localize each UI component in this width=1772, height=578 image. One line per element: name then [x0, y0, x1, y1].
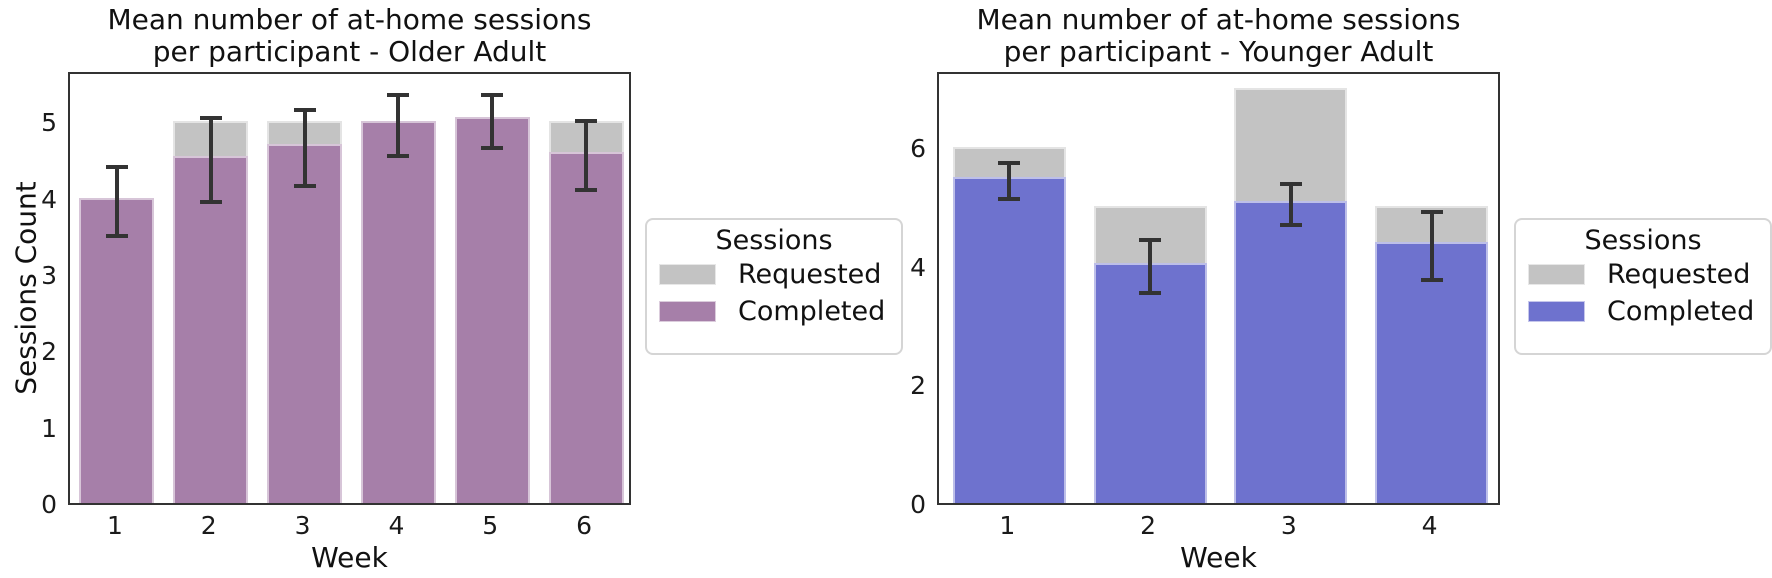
- x-tick-label: 5: [482, 511, 499, 540]
- y-tick-label: 4: [910, 252, 926, 282]
- y-tick-label: 0: [910, 490, 926, 519]
- y-tick-label: 2: [41, 337, 57, 367]
- error-bar-cap: [199, 199, 222, 204]
- legend-label-requested: Requested: [738, 259, 882, 290]
- error-bar-cap: [1279, 223, 1302, 228]
- error-bar-cap: [199, 115, 222, 120]
- legend-label-completed: Completed: [1607, 296, 1755, 327]
- error-bar: [208, 117, 213, 202]
- x-axis-label: Week: [1180, 541, 1257, 574]
- x-axis-label: Week: [311, 541, 388, 574]
- legend-swatch-requested: [1528, 264, 1585, 285]
- bar-completed: [1375, 242, 1489, 503]
- y-tick-label: 2: [910, 371, 926, 401]
- x-tick-label: 6: [576, 511, 593, 540]
- error-bar: [1007, 162, 1012, 199]
- error-bar-cap: [481, 146, 504, 151]
- error-bar-cap: [575, 188, 598, 193]
- legend-swatch-completed: [659, 301, 716, 322]
- error-bar-cap: [293, 107, 316, 112]
- error-bar-cap: [1279, 181, 1302, 186]
- y-tick-label: 1: [41, 413, 57, 443]
- error-bar-cap: [1139, 291, 1162, 296]
- error-bar-cap: [575, 119, 598, 124]
- bar-completed: [952, 176, 1066, 503]
- y-tick-label: 4: [41, 184, 57, 214]
- error-bar: [114, 167, 119, 236]
- y-tick-label: 5: [41, 108, 57, 138]
- x-tick-label: 2: [200, 511, 217, 540]
- error-bar-cap: [481, 92, 504, 97]
- error-bar-cap: [105, 233, 128, 238]
- error-bar: [1429, 212, 1434, 280]
- legend-swatch-completed: [1528, 301, 1585, 322]
- plot-area: [68, 72, 631, 505]
- error-bar-cap: [998, 196, 1021, 201]
- error-bar-cap: [105, 165, 128, 170]
- y-tick-label: 6: [910, 134, 926, 164]
- legend-row-requested: Requested: [1516, 256, 1770, 293]
- error-bar-cap: [998, 160, 1021, 165]
- error-bar: [396, 94, 401, 156]
- legend-row-requested: Requested: [647, 256, 901, 293]
- x-tick-label: 1: [999, 511, 1016, 540]
- legend: Sessions Requested Completed: [645, 218, 903, 355]
- x-tick-label: 1: [106, 511, 123, 540]
- error-bar-cap: [387, 92, 410, 97]
- plot-area: [937, 72, 1500, 505]
- y-tick-label: 3: [41, 260, 57, 290]
- legend-label-requested: Requested: [1607, 259, 1751, 290]
- bar-completed: [173, 155, 249, 503]
- x-tick-label: 4: [1421, 511, 1438, 540]
- bar-completed: [1093, 262, 1207, 503]
- error-bar: [584, 121, 589, 191]
- bar-completed: [454, 117, 530, 503]
- error-bar-cap: [293, 184, 316, 189]
- x-tick-label: 3: [294, 511, 311, 540]
- error-bar: [490, 94, 495, 149]
- bar-completed: [548, 151, 624, 503]
- error-bar-cap: [1139, 238, 1162, 243]
- x-tick-label: 3: [1280, 511, 1297, 540]
- legend-swatch-requested: [659, 264, 716, 285]
- legend-label-completed: Completed: [738, 296, 886, 327]
- chart-title: Mean number of at-home sessions per part…: [976, 3, 1461, 68]
- legend-row-completed: Completed: [647, 293, 901, 330]
- bar-completed: [267, 144, 343, 503]
- error-bar-cap: [387, 153, 410, 158]
- error-bar: [1148, 240, 1153, 294]
- legend-row-completed: Completed: [1516, 293, 1770, 330]
- error-bar: [302, 109, 307, 187]
- error-bar: [1288, 183, 1293, 226]
- x-tick-label: 4: [388, 511, 405, 540]
- bar-completed: [360, 121, 436, 503]
- bar-completed: [79, 197, 155, 503]
- chart-title: Mean number of at-home sessions per part…: [107, 3, 592, 68]
- legend-title: Sessions: [715, 225, 833, 256]
- x-tick-label: 2: [1140, 511, 1157, 540]
- chart-panel-younger-adult: Mean number of at-home sessions per part…: [869, 0, 1772, 578]
- error-bar-cap: [1420, 277, 1443, 282]
- error-bar-cap: [1420, 210, 1443, 215]
- bar-completed: [1234, 200, 1348, 503]
- chart-panel-older-adult: Mean number of at-home sessions per part…: [10, 3, 903, 574]
- legend-title: Sessions: [1584, 225, 1702, 256]
- legend: Sessions Requested Completed: [1514, 218, 1772, 355]
- y-tick-label: 0: [41, 490, 57, 519]
